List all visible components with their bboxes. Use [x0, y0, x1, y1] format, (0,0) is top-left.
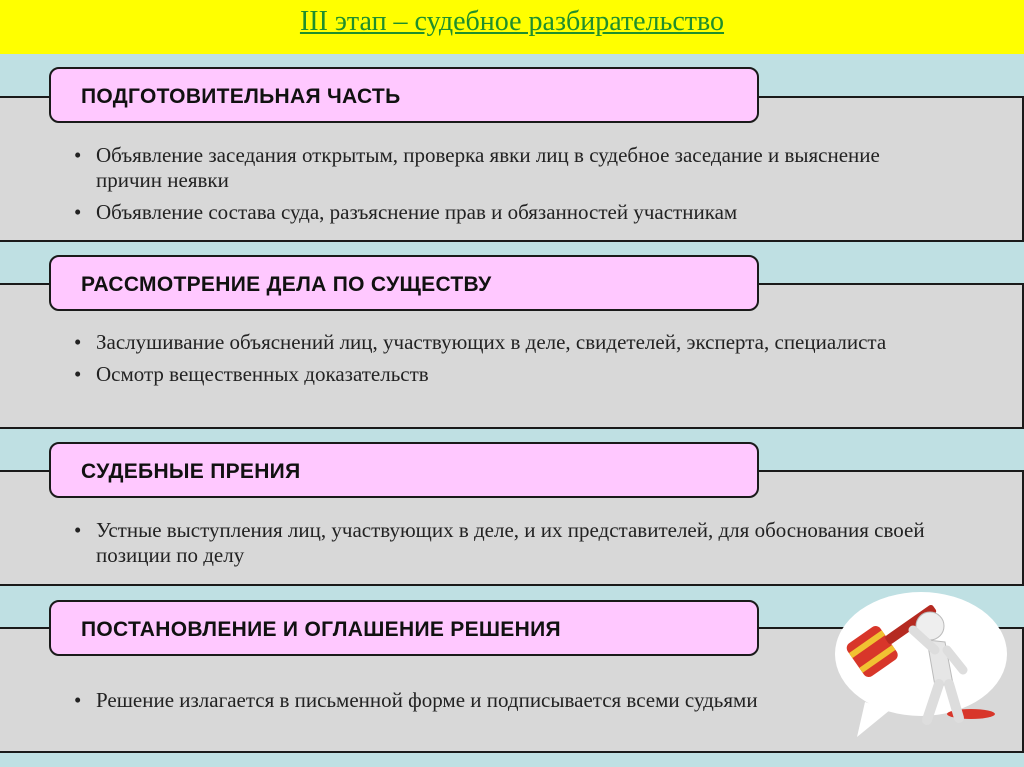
bullet-icon: • [74, 143, 82, 167]
stage-list-debates: • Устные выступления лиц, участвующих в … [70, 518, 950, 575]
bullet-icon: • [74, 200, 82, 224]
list-item: • Устные выступления лиц, участвующих в … [70, 518, 950, 568]
list-item-text: Заслушивание объяснений лиц, участвующих… [96, 330, 887, 354]
stage-list-merits: • Заслушивание объяснений лиц, участвующ… [70, 330, 950, 394]
list-item-text: Осмотр вещественных доказательств [96, 362, 429, 386]
figure-with-gavel-icon [835, 592, 1010, 742]
bullet-icon: • [74, 362, 82, 386]
stage-header-merits: РАССМОТРЕНИЕ ДЕЛА ПО СУЩЕСТВУ [49, 255, 759, 311]
list-item: • Осмотр вещественных доказательств [70, 362, 950, 387]
list-item: • Объявление состава суда, разъяснение п… [70, 200, 950, 225]
list-item-text: Решение излагается в письменной форме и … [96, 688, 758, 712]
stage-header-debates: СУДЕБНЫЕ ПРЕНИЯ [49, 442, 759, 498]
list-item: • Решение излагается в письменной форме … [70, 688, 830, 713]
list-item: • Заслушивание объяснений лиц, участвующ… [70, 330, 950, 355]
title-bar: III этап – судебное разбирательство [0, 0, 1024, 54]
bullet-icon: • [74, 330, 82, 354]
stage-header-preparatory: ПОДГОТОВИТЕЛЬНАЯ ЧАСТЬ [49, 67, 759, 123]
bullet-icon: • [74, 518, 82, 542]
list-item-text: Устные выступления лиц, участвующих в де… [96, 518, 925, 567]
stage-header-decision: ПОСТАНОВЛЕНИЕ И ОГЛАШЕНИЕ РЕШЕНИЯ [49, 600, 759, 656]
list-item: • Объявление заседания открытым, проверк… [70, 143, 950, 193]
list-item-text: Объявление состава суда, разъяснение пра… [96, 200, 738, 224]
stage-list-decision: • Решение излагается в письменной форме … [70, 688, 830, 720]
bullet-icon: • [74, 688, 82, 712]
list-item-text: Объявление заседания открытым, проверка … [96, 143, 880, 192]
stage-list-preparatory: • Объявление заседания открытым, проверк… [70, 143, 950, 232]
page-title: III этап – судебное разбирательство [299, 6, 725, 37]
